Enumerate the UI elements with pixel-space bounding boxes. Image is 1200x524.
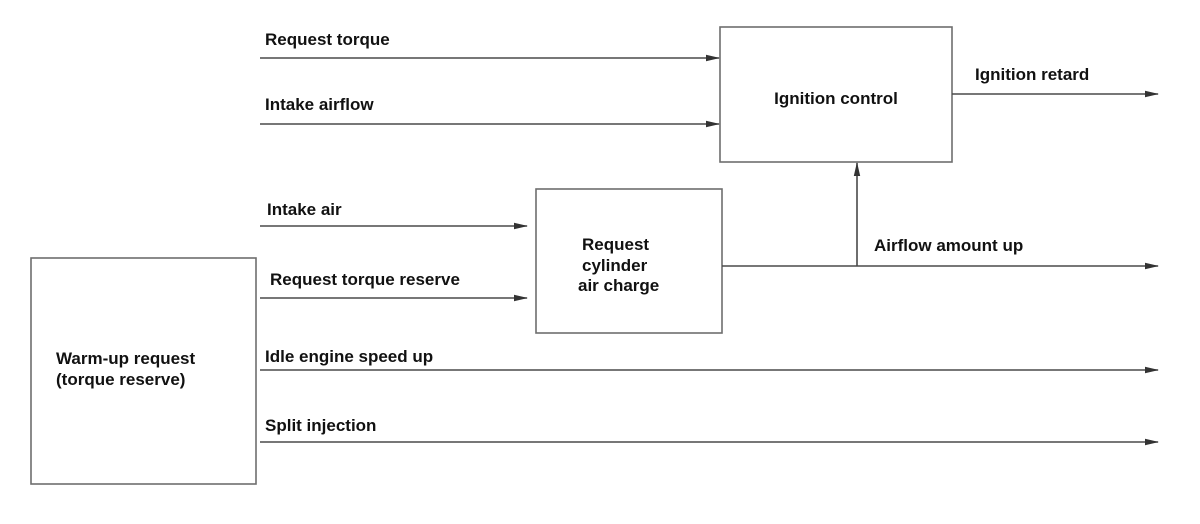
ignition-retard-signal: Ignition retard	[952, 65, 1159, 98]
ignition-control-label: Ignition control	[774, 89, 898, 108]
request-torque-signal: Request torque	[260, 30, 720, 62]
idle-engine-speed-up-signal: Idle engine speed up	[260, 347, 1159, 374]
request-cylinder-air-charge-block: Request cylinder air charge	[535, 188, 723, 334]
intake-airflow-label: Intake airflow	[265, 95, 374, 114]
request-cylinder-air-charge-label-line-1: Request	[582, 235, 649, 254]
airflow-amount-up-label: Airflow amount up	[874, 236, 1023, 255]
request-torque-label: Request torque	[265, 30, 390, 49]
ignition-retard-label: Ignition retard	[975, 65, 1089, 84]
intake-air-label: Intake air	[267, 200, 342, 219]
ignition-control-block: Ignition control	[719, 26, 953, 163]
airflow-amount-up-signal: Airflow amount up	[722, 162, 1159, 270]
request-torque-reserve-signal: Request torque reserve	[260, 270, 528, 302]
warm-up-request-block: Warm-up request (torque reserve)	[30, 257, 257, 485]
intake-air-signal: Intake air	[260, 200, 528, 230]
warm-up-request-label-line-2: (torque reserve)	[56, 370, 185, 389]
request-torque-reserve-label: Request torque reserve	[270, 270, 460, 289]
split-injection-signal: Split injection	[260, 416, 1159, 446]
request-cylinder-air-charge-label-line-2: cylinder	[582, 256, 648, 275]
intake-airflow-signal: Intake airflow	[260, 95, 720, 128]
warm-up-request-label-line-1: Warm-up request	[56, 349, 196, 368]
idle-engine-speed-up-label: Idle engine speed up	[265, 347, 433, 366]
request-cylinder-air-charge-label-line-3: air charge	[578, 276, 659, 295]
split-injection-label: Split injection	[265, 416, 376, 435]
